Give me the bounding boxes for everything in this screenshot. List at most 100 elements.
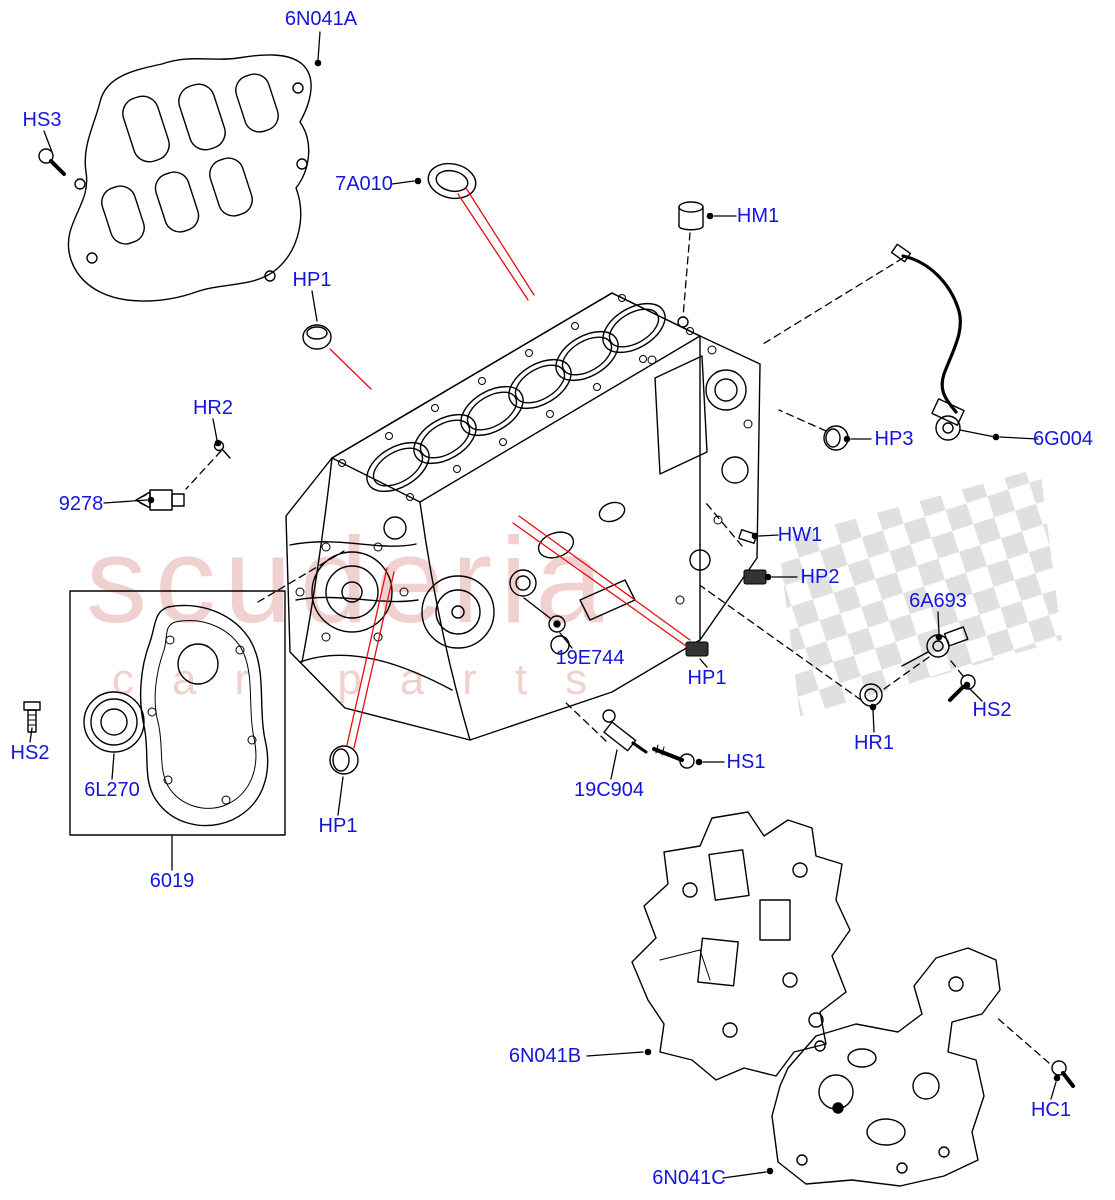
parts-box bbox=[69, 590, 286, 836]
leader-line bbox=[705, 502, 743, 547]
leader-line bbox=[391, 180, 415, 185]
leader-line bbox=[872, 709, 875, 733]
part-label-hm1[interactable]: HM1 bbox=[736, 205, 780, 227]
leader-line bbox=[762, 257, 904, 345]
leader-line bbox=[883, 656, 930, 690]
part-label-19e744[interactable]: 19E744 bbox=[555, 647, 625, 669]
leader-dot bbox=[992, 433, 1000, 441]
leader-dot bbox=[1053, 1074, 1061, 1082]
part-label-hs3[interactable]: HS3 bbox=[22, 109, 62, 131]
leader-dot bbox=[751, 532, 759, 540]
seal-illustration-7a010 bbox=[427, 162, 477, 200]
leader-dot bbox=[314, 59, 322, 67]
leader-line bbox=[586, 1051, 644, 1057]
part-label-6n041c[interactable]: 6N041C bbox=[652, 1167, 726, 1189]
plug-illustration-hp1-bottom bbox=[329, 745, 359, 775]
leader-line bbox=[43, 130, 53, 153]
leader-line bbox=[994, 1015, 1050, 1064]
leader-dot bbox=[644, 1048, 652, 1056]
part-label-hw1[interactable]: HW1 bbox=[777, 524, 823, 546]
leader-line bbox=[950, 660, 964, 677]
checkered-flag-watermark bbox=[778, 468, 1062, 716]
leader-line bbox=[311, 290, 318, 322]
part-label-hp1-mid[interactable]: HP1 bbox=[687, 667, 727, 689]
leader-line bbox=[778, 409, 827, 432]
part-label-hr1[interactable]: HR1 bbox=[853, 732, 895, 754]
part-label-hs2-right[interactable]: HS2 bbox=[972, 699, 1012, 721]
part-label-6l270[interactable]: 6L270 bbox=[84, 779, 140, 801]
leader-line bbox=[999, 436, 1039, 440]
part-label-hp1-top[interactable]: HP1 bbox=[292, 269, 332, 291]
part-label-9278[interactable]: 9278 bbox=[58, 493, 104, 515]
part-label-19c904[interactable]: 19C904 bbox=[573, 779, 645, 801]
leader-dot bbox=[766, 1167, 774, 1175]
leader-line bbox=[212, 418, 218, 441]
part-label-hc1[interactable]: HC1 bbox=[1030, 1099, 1072, 1121]
plug-illustration-hp1-top bbox=[302, 324, 332, 350]
part-label-hp3[interactable]: HP3 bbox=[874, 428, 914, 450]
leader-line bbox=[722, 1171, 767, 1179]
plug-illustration-hm1 bbox=[678, 201, 704, 231]
part-label-6a693[interactable]: 6A693 bbox=[909, 590, 967, 612]
leader-line bbox=[610, 749, 618, 780]
leader-dot bbox=[214, 439, 222, 447]
watermark-text-scuderia: scuderia bbox=[86, 512, 611, 648]
leader-dot bbox=[414, 177, 422, 185]
leader-dot bbox=[147, 496, 155, 504]
leader-dot bbox=[869, 703, 877, 711]
plug-illustration-hp1-mid bbox=[685, 641, 709, 657]
sensor-illustration-19c904 bbox=[602, 709, 648, 754]
sensor-illustration-6g004 bbox=[890, 243, 996, 441]
leader-line bbox=[465, 187, 535, 296]
leader-line bbox=[346, 567, 388, 746]
leader-line bbox=[682, 232, 691, 318]
part-label-6g004[interactable]: 6G004 bbox=[1032, 428, 1094, 450]
bolt-illustration-hs1 bbox=[652, 744, 695, 769]
leader-dot bbox=[764, 573, 772, 581]
gasket-illustration-6n041a bbox=[67, 54, 312, 302]
heat-shield-illustration-6n041c bbox=[771, 947, 1001, 1187]
heat-shield-illustration-6n041b bbox=[631, 811, 851, 1081]
sensor-illustration-6a693 bbox=[901, 626, 969, 667]
leader-dot bbox=[843, 435, 851, 443]
leader-line bbox=[518, 515, 691, 641]
leader-line bbox=[111, 753, 115, 780]
part-label-6n041b[interactable]: 6N041B bbox=[508, 1045, 582, 1067]
leader-line bbox=[512, 522, 687, 647]
leader-dot bbox=[963, 681, 971, 689]
part-label-hs2-left[interactable]: HS2 bbox=[10, 742, 50, 764]
watermark-text-car-parts: car parts bbox=[112, 655, 625, 704]
part-label-6019[interactable]: 6019 bbox=[149, 870, 195, 892]
leader-line bbox=[103, 499, 148, 504]
leader-line bbox=[185, 450, 222, 490]
part-label-hr2[interactable]: HR2 bbox=[192, 397, 234, 419]
leader-dot bbox=[695, 758, 703, 766]
leader-line bbox=[257, 550, 345, 603]
leader-line bbox=[559, 632, 573, 649]
leader-line bbox=[353, 571, 395, 749]
leader-line bbox=[457, 193, 529, 301]
part-label-7a010[interactable]: 7A010 bbox=[335, 173, 393, 195]
leader-line bbox=[317, 31, 321, 61]
bolt-illustration-hs2-right bbox=[948, 674, 976, 702]
part-label-hp1-bottom[interactable]: HP1 bbox=[318, 815, 358, 837]
bolt-illustration-hs3 bbox=[38, 148, 66, 176]
leader-line bbox=[937, 611, 940, 635]
leader-line bbox=[29, 727, 33, 743]
leader-line bbox=[337, 776, 344, 816]
leader-line bbox=[699, 658, 708, 668]
leader-dot bbox=[706, 212, 714, 220]
seal-illustration-6l270 bbox=[83, 691, 145, 753]
part-label-6n041a[interactable]: 6N041A bbox=[284, 8, 358, 30]
plug-illustration-19e744 bbox=[523, 597, 566, 633]
leader-line bbox=[968, 687, 983, 702]
leader-line bbox=[563, 700, 607, 742]
part-label-hp2[interactable]: HP2 bbox=[800, 566, 840, 588]
plug-illustration-hp2 bbox=[743, 569, 767, 585]
timing-cover-illustration-6019 bbox=[69, 590, 286, 836]
leader-line bbox=[758, 534, 779, 537]
part-label-hs1[interactable]: HS1 bbox=[726, 751, 766, 773]
leader-line bbox=[329, 348, 372, 390]
